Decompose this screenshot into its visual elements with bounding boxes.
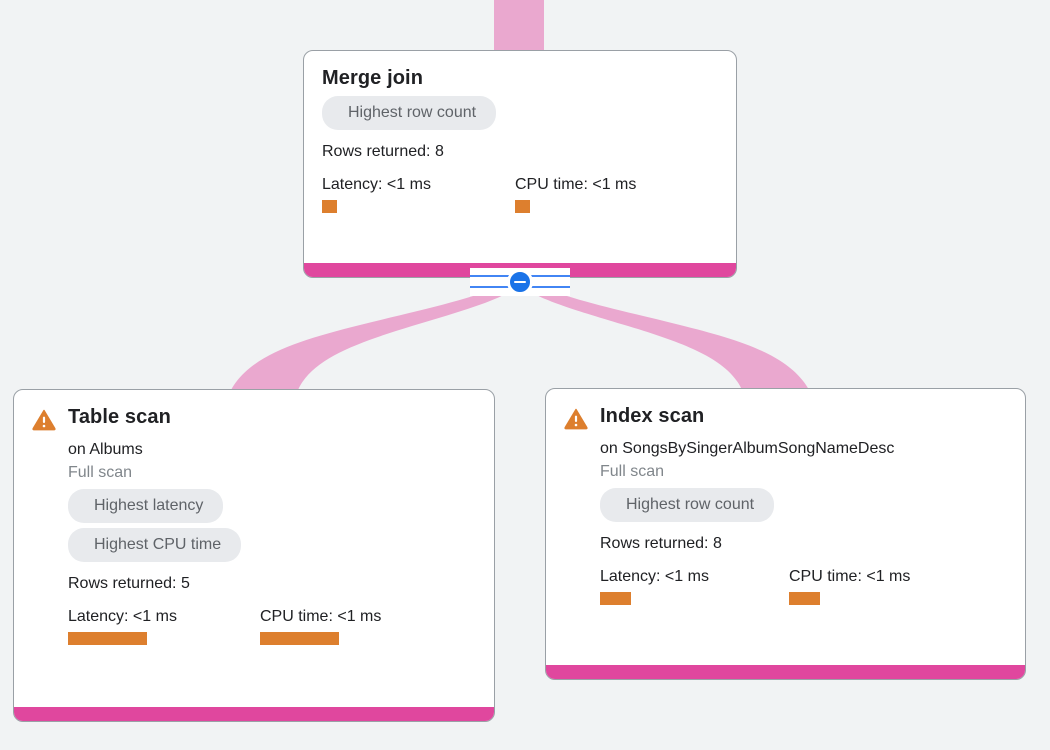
rows-returned-label: Rows returned: 8 — [600, 535, 722, 552]
chip-highest-cpu-time[interactable]: Highest CPU time — [68, 528, 242, 562]
edge-merge-to-table-scan — [231, 283, 512, 390]
edge-merge-to-index-scan — [528, 283, 809, 390]
node-title: Merge join — [322, 67, 424, 89]
node-body: Table scan on Albums Full scan Highest l… — [14, 390, 494, 707]
metric-latency: Latency: <1 ms — [68, 607, 260, 645]
node-scan-type: Full scan — [68, 464, 133, 481]
minus-icon[interactable] — [507, 269, 533, 295]
node-card-index-scan[interactable]: Index scan on SongsBySingerAlbumSongName… — [545, 388, 1026, 680]
metric-latency-label: Latency: <1 ms — [600, 568, 709, 585]
metric-cpu-time: CPU time: <1 ms — [260, 607, 381, 645]
collapse-node-toggle[interactable] — [470, 268, 570, 296]
metrics-row: Latency: <1 ms CPU time: <1 ms — [322, 175, 718, 213]
metric-latency: Latency: <1 ms — [600, 567, 789, 605]
warning-icon — [32, 404, 58, 431]
metric-cpu-time-label: CPU time: <1 ms — [260, 608, 382, 625]
node-subtitle: on Albums — [68, 441, 143, 458]
chip-list: Highest row count — [322, 96, 718, 135]
node-content: Index scan on SongsBySingerAlbumSongName… — [600, 403, 1007, 605]
metric-latency-bar — [322, 200, 337, 213]
metric-latency-bar — [68, 632, 147, 645]
chip-highest-row-count[interactable]: Highest row count — [322, 96, 497, 130]
chip-list: Highest latency Highest CPU time — [68, 489, 476, 567]
metric-cpu-time-bar — [515, 200, 530, 213]
rows-returned-label: Rows returned: 5 — [68, 575, 190, 592]
metric-latency: Latency: <1 ms — [322, 175, 515, 213]
metrics-row: Latency: <1 ms CPU time: <1 ms — [68, 607, 476, 645]
metric-latency-bar — [600, 592, 631, 605]
metric-cpu-time-bar — [789, 592, 820, 605]
chip-highest-row-count[interactable]: Highest row count — [600, 488, 775, 522]
node-accent-bar — [546, 665, 1025, 679]
node-card-merge-join[interactable]: Merge join Highest row count Rows return… — [303, 50, 737, 278]
node-body: Index scan on SongsBySingerAlbumSongName… — [546, 389, 1025, 665]
edge-incoming-top — [494, 0, 544, 50]
node-title: Index scan — [600, 405, 705, 427]
metric-latency-label: Latency: <1 ms — [322, 176, 431, 193]
metric-cpu-time-bar — [260, 632, 339, 645]
chip-highest-latency[interactable]: Highest latency — [68, 489, 224, 523]
chip-list: Highest row count — [600, 488, 1007, 527]
node-body: Merge join Highest row count Rows return… — [304, 51, 736, 263]
node-content: Table scan on Albums Full scan Highest l… — [68, 404, 476, 645]
metrics-row: Latency: <1 ms CPU time: <1 ms — [600, 567, 1007, 605]
metric-cpu-time: CPU time: <1 ms — [789, 567, 910, 605]
metric-latency-label: Latency: <1 ms — [68, 608, 177, 625]
node-title: Table scan — [68, 406, 171, 428]
node-card-table-scan[interactable]: Table scan on Albums Full scan Highest l… — [13, 389, 495, 722]
rows-returned-label: Rows returned: 8 — [322, 143, 444, 160]
minus-glyph — [514, 280, 526, 284]
warning-icon — [564, 403, 590, 430]
metric-cpu-time-label: CPU time: <1 ms — [515, 176, 637, 193]
node-content: Merge join Highest row count Rows return… — [322, 65, 718, 213]
node-accent-bar — [14, 707, 494, 721]
node-subtitle: on SongsBySingerAlbumSongNameDesc — [600, 440, 895, 457]
node-scan-type: Full scan — [600, 463, 665, 480]
metric-cpu-time-label: CPU time: <1 ms — [789, 568, 911, 585]
metric-cpu-time: CPU time: <1 ms — [515, 175, 636, 213]
